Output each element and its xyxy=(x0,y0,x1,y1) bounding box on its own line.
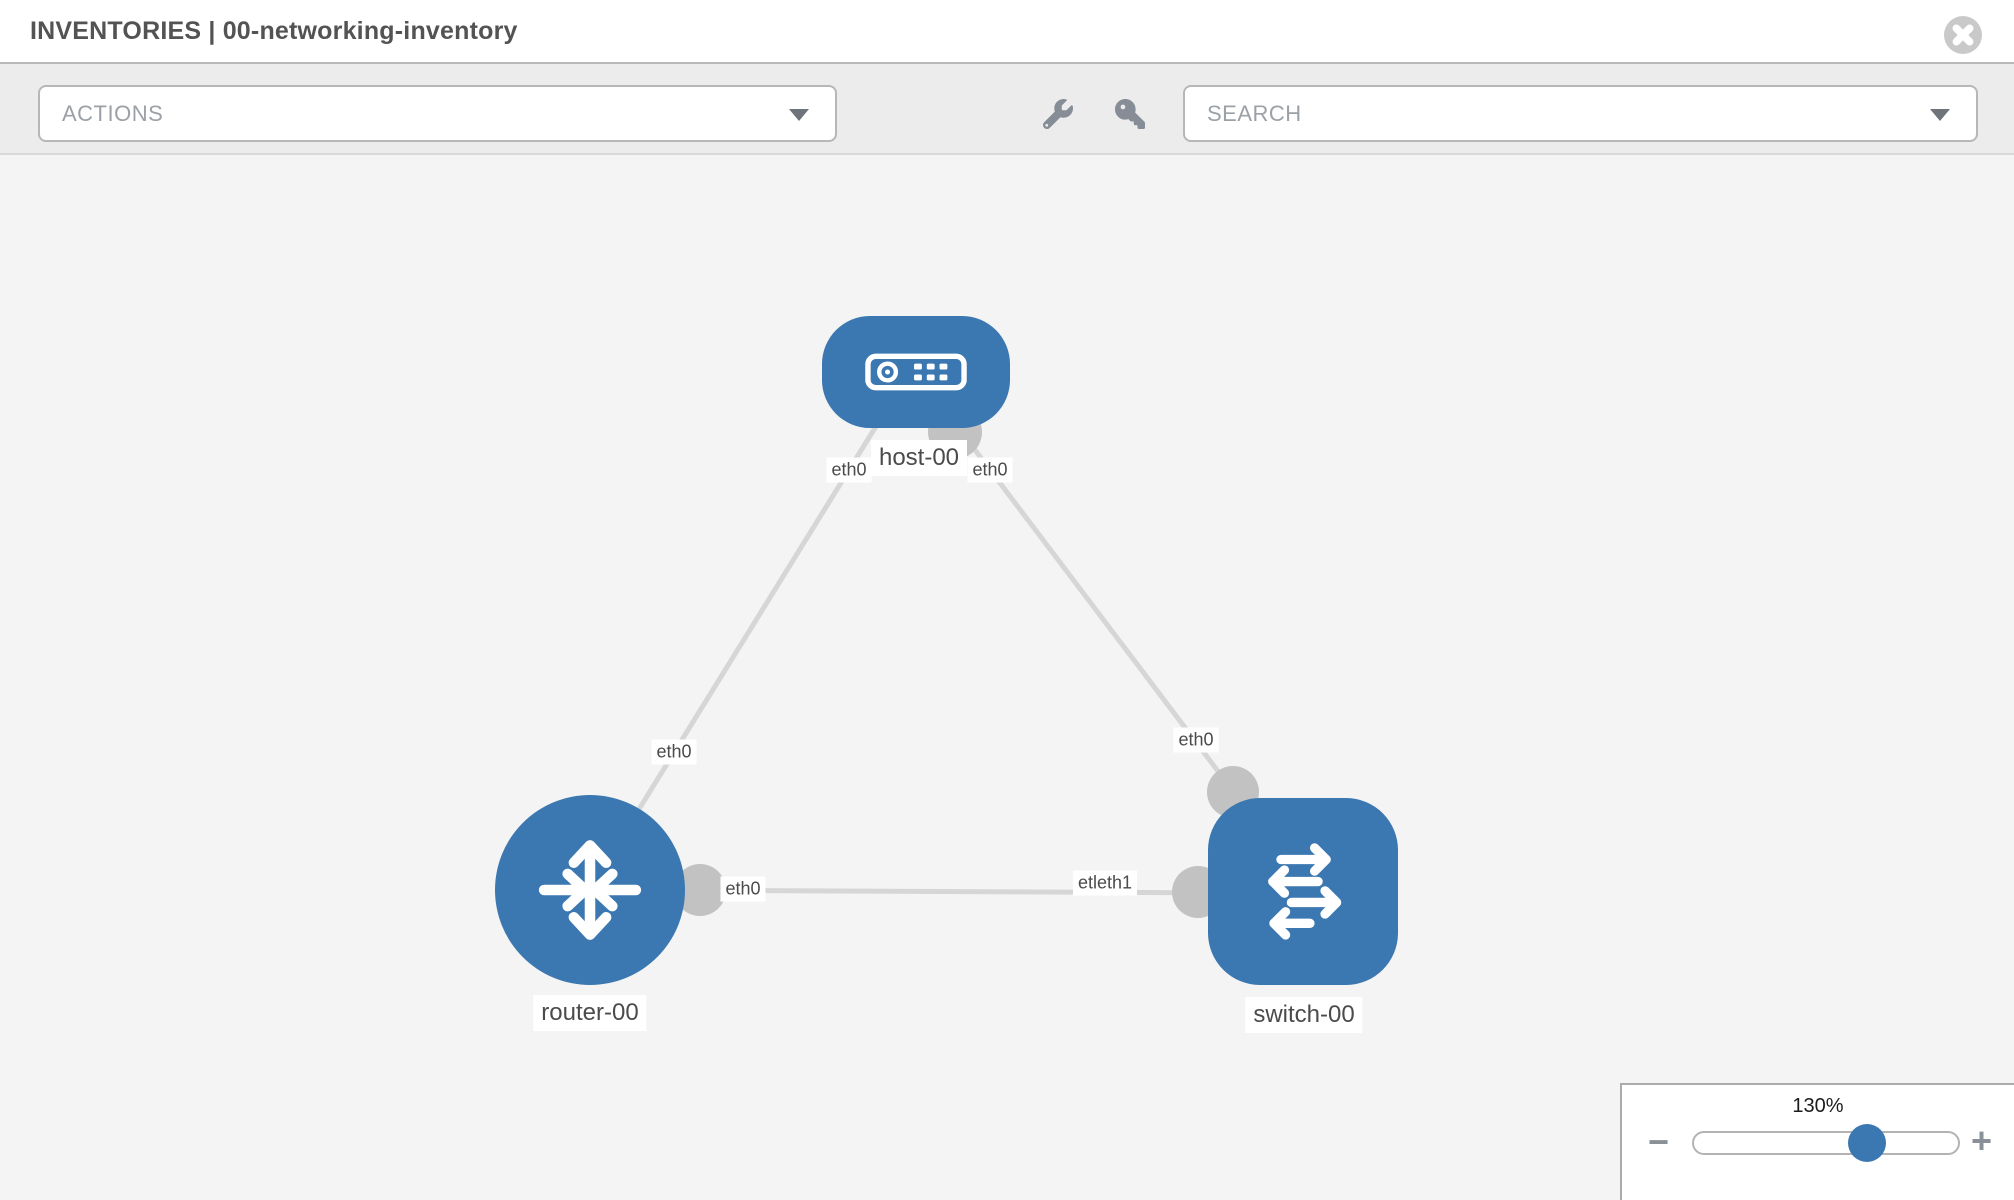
node-label-host-00: host-00 xyxy=(870,440,968,476)
wrench-button[interactable] xyxy=(1042,99,1074,131)
close-button[interactable] xyxy=(1944,16,1982,54)
endpoint-dot xyxy=(674,864,726,916)
node-host-00[interactable] xyxy=(822,316,1010,428)
node-label-router-00: router-00 xyxy=(533,995,647,1031)
node-switch-00[interactable] xyxy=(1208,798,1398,985)
header: INVENTORIES | 00-networking-inventory xyxy=(0,0,2014,64)
wrench-icon xyxy=(1043,99,1073,129)
host-icon xyxy=(865,353,967,391)
zoom-level: 130% xyxy=(1792,1095,1844,1117)
zoom-control-panel: 130% − + xyxy=(1620,1083,2014,1200)
interface-label: eth0 xyxy=(1173,727,1219,753)
zoom-slider-track[interactable] xyxy=(1692,1124,1960,1162)
router-icon xyxy=(538,840,642,940)
interface-label: eth0 xyxy=(720,876,766,902)
key-button[interactable] xyxy=(1114,99,1146,131)
search-dropdown-label: SEARCH xyxy=(1207,100,1302,126)
toolbar: ACTIONS SEARCH xyxy=(0,64,2014,155)
chevron-down-icon xyxy=(789,108,809,121)
links-layer xyxy=(620,405,1259,918)
interface-label: etleth1 xyxy=(1072,870,1138,896)
interface-label: eth0 xyxy=(651,739,697,765)
link-lines xyxy=(620,411,1241,896)
search-dropdown[interactable]: SEARCH xyxy=(1183,85,1978,142)
actions-dropdown-label: ACTIONS xyxy=(62,100,164,126)
actions-dropdown[interactable]: ACTIONS xyxy=(38,85,837,142)
switch-icon xyxy=(1268,842,1342,940)
node-label-switch-00: switch-00 xyxy=(1245,997,1363,1033)
page-title: INVENTORIES | 00-networking-inventory xyxy=(30,17,518,45)
link-host-router xyxy=(620,413,886,837)
chevron-down-icon xyxy=(1930,108,1950,121)
zoom-slider-thumb[interactable] xyxy=(1848,1124,1886,1162)
topology-canvas[interactable]: host-00 router-00 switch-00 eth0 eth0 et… xyxy=(0,155,2014,1200)
interface-label: eth0 xyxy=(826,457,872,483)
key-icon xyxy=(1115,99,1145,129)
zoom-out-button[interactable]: − xyxy=(1648,1121,1670,1162)
interface-label: eth0 xyxy=(967,457,1013,483)
node-router-00[interactable] xyxy=(495,795,685,985)
zoom-in-button[interactable]: + xyxy=(1970,1120,1992,1161)
close-icon xyxy=(1952,24,1974,46)
